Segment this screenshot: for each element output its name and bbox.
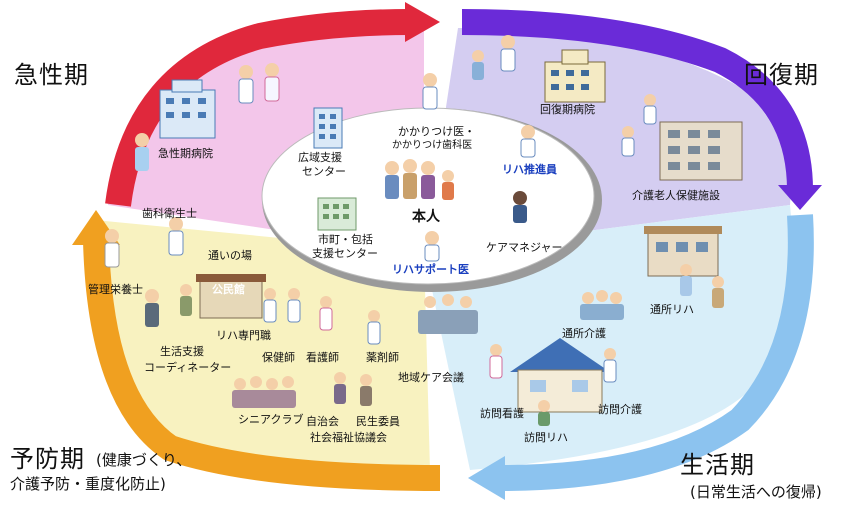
phase-living-note: (日常生活への復帰) (690, 483, 822, 501)
regional-center-illustration (313, 107, 343, 149)
care-manager-label: ケアマネジャー (486, 241, 563, 254)
reha-support-doctor-label: リハサポート医 (392, 263, 469, 276)
pharmacist-label: 薬剤師 (366, 351, 399, 364)
family-doctor-figure (422, 73, 438, 110)
phase-prevention-note-2: 介護予防・重度化防止) (10, 475, 166, 493)
day-care-label: 通所介護 (562, 327, 606, 340)
dietitian-label: 管理栄養士 (88, 283, 143, 296)
phase-living-label: 生活期 (680, 451, 755, 479)
day-rehab-facility-illustration (644, 226, 722, 277)
reha-support-doctor-figure (424, 231, 440, 262)
social-welfare-council-label: 社会福祉協議会 (310, 431, 387, 444)
recovery-arrow-head (778, 185, 822, 210)
home-visit-people (489, 344, 617, 426)
prevention-quadrant-fill (95, 220, 430, 470)
dental-hygienist-label: 歯科衛生士 (142, 207, 197, 220)
center-elder-group (385, 159, 454, 200)
phase-recovery-label: 回復期 (744, 61, 819, 89)
day-rehab-people (680, 264, 724, 308)
gathering-place-label: 通いの場 (208, 249, 252, 262)
center-main-label: 本人 (412, 209, 440, 225)
community-hall-illustration (196, 274, 266, 319)
patient-figure (135, 133, 149, 171)
recovery-staff (472, 35, 516, 80)
geriatric-staff (621, 94, 657, 157)
regional-support-label-2: センター (302, 165, 346, 178)
municipal-label-1: 市町・包括 (318, 233, 373, 246)
regional-support-label-1: 広域支援 (298, 151, 342, 164)
community-hall-sign: 公民館 (212, 283, 245, 296)
acute-hospital-illustration (159, 79, 216, 139)
people-figures (104, 35, 724, 426)
nurse-label: 看護師 (306, 351, 339, 364)
recovery-hospital-illustration (544, 49, 606, 103)
prevention-people (104, 217, 381, 408)
geriatric-facility-illustration (659, 121, 743, 181)
welfare-commissioner-label: 民生委員 (356, 415, 400, 428)
life-support-label-2: コーディネーター (144, 361, 232, 374)
senior-club-label: シニアクラブ (238, 413, 304, 426)
municipal-office-illustration (317, 197, 357, 231)
day-rehab-label: 通所リハ (650, 303, 694, 316)
doctor-figure (238, 65, 254, 104)
geriatric-facility-label: 介護老人保健施設 (632, 189, 720, 202)
reha-promoter-figure (520, 125, 536, 158)
living-arrow (499, 214, 814, 491)
community-care-meeting-label: 地域ケア会議 (398, 371, 464, 384)
acute-arrow-head (405, 2, 440, 42)
acute-hospital-label: 急性期病院 (158, 147, 213, 160)
life-support-label-1: 生活支援 (160, 345, 204, 358)
prevention-arrow (83, 239, 441, 491)
care-manager-figure (513, 191, 527, 223)
family-doctor-label-1: かかりつけ医・ (398, 125, 476, 138)
family-doctor-label-2: かかりつけ歯科医 (392, 140, 473, 151)
phase-acute-label: 急性期 (14, 61, 89, 89)
phase-prevention-note-1: (健康づくり、 (96, 451, 192, 469)
home-nursing-label: 訪問看護 (480, 407, 524, 420)
reha-professional-label: リハ専門職 (216, 329, 271, 342)
day-care-people (580, 290, 624, 320)
reha-promoter-label: リハ推進員 (502, 163, 557, 176)
community-meeting-people (418, 294, 478, 334)
phase-prevention-label: 予防期 (10, 445, 85, 473)
home-illustration (510, 338, 610, 413)
recovery-hospital-label: 回復期病院 (540, 103, 595, 116)
living-arrow-head (468, 456, 505, 500)
municipal-label-2: 支援センター (312, 247, 378, 260)
nurse-figure (264, 63, 280, 102)
neighborhood-assoc-label: 自治会 (306, 415, 339, 428)
public-health-nurse-label: 保健師 (262, 351, 295, 364)
home-care-label: 訪問介護 (598, 403, 642, 416)
home-rehab-label: 訪問リハ (524, 431, 568, 444)
recovery-arrow (461, 9, 813, 191)
